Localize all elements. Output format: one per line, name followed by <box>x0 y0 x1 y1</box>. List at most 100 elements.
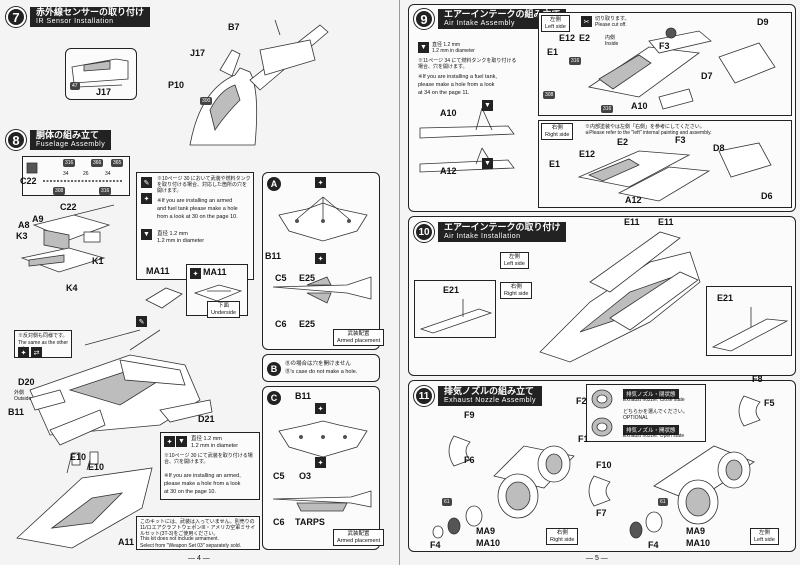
step7-title-jp: 赤外線センサーの取り付け <box>36 7 145 18</box>
nozzle-open-en: Exhaust nozzle. Open state <box>623 433 685 439</box>
decal-code-316b: 316 <box>99 187 112 195</box>
intake-left-inside-en: Inside <box>605 41 619 47</box>
nozzle-option-box: 排気ノズル・閉状態 Exhaust nozzle. Close state どち… <box>586 384 706 442</box>
step9-note-en3: at 34 on the page 11. <box>418 90 470 96</box>
cut-en: Please cut off. <box>595 22 627 28</box>
pylon-drawing <box>145 287 183 309</box>
intake-right-d8: D8 <box>713 143 725 153</box>
part-k4: K4 <box>66 283 78 293</box>
part-j17-detail: J17 <box>96 87 112 97</box>
decal-code-366: 366 <box>91 159 104 167</box>
intake-right-f3: F3 <box>675 135 686 145</box>
step11-ma9b: MA9 <box>686 526 706 536</box>
step11-title-jp: 排気ノズルの組み立て <box>444 386 535 397</box>
step10-e11b: E11 <box>658 217 674 227</box>
code-47: 47 <box>70 82 80 90</box>
step11-f8: F8 <box>752 374 763 384</box>
underside-jp: 下面 <box>218 303 230 309</box>
case-c-letter: C <box>267 391 281 405</box>
case-c-armed-jp: 武装配置 <box>347 531 370 537</box>
hole-note-en3: from a look at 30 on the page 10. <box>157 214 238 220</box>
step9-note-en2: please make a hole from a look <box>418 82 495 88</box>
step10-title-jp: エアーインテークの取り付け <box>444 222 561 233</box>
intake-left-jp: 左側 <box>549 17 561 23</box>
drill-bit-icon-9: ▼ <box>418 42 429 53</box>
left-page: 7 赤外線センサーの取り付け IR Sensor Installation 47… <box>0 0 400 565</box>
hole-note2-box: ✦ ▼ 直径 1.2 mm 1.2 mm in diameter ※10ページ … <box>160 432 260 500</box>
drill-icon: ✎ <box>141 177 152 188</box>
step11-f6: F6 <box>464 455 475 465</box>
hole-note-en2: and fuel tank please make a hole <box>157 206 238 212</box>
case-b-en: Ⓑ's case do not make a hole. <box>285 369 358 375</box>
hole-dia-en: 1.2 mm in diameter <box>157 238 205 244</box>
step8-header: 8 胴体の組み立て Fuselage Assembly <box>6 130 112 150</box>
step9-note-jp: ※11ページ 34 にて燃料タンクを取り付ける場合、穴を開けます。 <box>418 58 517 70</box>
case-c-b11: B11 <box>295 391 312 401</box>
intake-left-inside-jp: 内側 <box>605 35 616 41</box>
step11-f5: F5 <box>764 398 775 408</box>
step9-dia-jp: 直径 1.2 mm <box>432 42 461 48</box>
part-b7: B7 <box>228 22 240 32</box>
cockpit-subassembly-drawing <box>20 204 115 273</box>
part-a9: A9 <box>32 214 44 224</box>
hole2-note-en2: please make a hole from a look <box>164 481 241 487</box>
case-a-armed-jp: 武装配置 <box>347 331 370 337</box>
step9-a12: A12 <box>440 166 457 176</box>
case-c-wing-top-drawing <box>278 420 368 458</box>
step9-a10: A10 <box>440 108 457 118</box>
part-ma11-detail: MA11 <box>203 267 227 277</box>
step8-title-jp: 胴体の組み立て <box>36 130 100 141</box>
part-ma11: MA11 <box>146 266 170 276</box>
step11-nozzle-drawing <box>432 395 761 539</box>
part-a8: A8 <box>18 220 30 230</box>
code-300: 300 <box>200 97 213 105</box>
step10-e21-right-box: E21 <box>706 286 792 356</box>
part-p10: P10 <box>168 80 185 90</box>
part-j17: J17 <box>190 48 206 58</box>
step11-f10: F10 <box>596 460 612 470</box>
cut-icon: ✂ <box>581 16 592 27</box>
case-c-tarps: TARPS <box>295 517 325 527</box>
step9-note: ▼ 直径 1.2 mm 1.2 mm in diameter ※11ページ 34… <box>418 42 518 102</box>
case-a-e25b: E25 <box>299 319 316 329</box>
step11-left-en: Left side <box>754 536 775 543</box>
step11-right-en: Right side <box>550 536 575 543</box>
hole-icon: ✦ <box>141 193 152 204</box>
decal-code-316: 316 <box>63 159 76 167</box>
case-a-e25a: E25 <box>299 273 316 283</box>
hole-icon-case-c2: ✦ <box>315 457 326 468</box>
step9-note-en1: ※If you are installing a fuel tank, <box>418 74 497 80</box>
hole-note-en1: ※If you are installing an armed <box>157 198 233 204</box>
step10-right-en: Right side <box>504 290 529 297</box>
hole-icon-case-a: ✦ <box>315 177 326 188</box>
nozzle-optional-jp: どちらかを選んでください。 <box>623 409 688 415</box>
case-a-armed-en: Armed placement <box>337 337 381 344</box>
step10-e11a: E11 <box>624 217 640 227</box>
intake-right-e2: E2 <box>617 137 629 147</box>
intake-left-code2: 308 <box>543 91 556 99</box>
step10-e21-right-drawing <box>711 307 789 352</box>
hole2-note-en1: ※If you are installing an armed, <box>164 473 241 479</box>
step7-title-en: IR Sensor Installation <box>36 17 114 25</box>
step11-f4b: F4 <box>648 540 659 550</box>
drill-bit-icon-9b: ▼ <box>482 158 493 169</box>
step11-right-jp: 右側 <box>556 530 568 536</box>
part-b11: B11 <box>8 407 25 417</box>
hole-note-box: ✎ ※10ページ 30 において武装や燃料タンクを取り付ける場合、対応した箇所の… <box>136 172 254 280</box>
step8-title-en: Fuselage Assembly <box>36 140 106 148</box>
step9-title: エアーインテークの組み立て Air Intake Assembly <box>438 9 567 29</box>
hole2-dia-jp: 直径 1.2 mm <box>191 436 222 442</box>
step8-number: 8 <box>6 130 26 150</box>
step10-number: 10 <box>414 222 434 242</box>
step11-f7: F7 <box>596 508 607 518</box>
step11-f9: F9 <box>464 410 475 420</box>
hole2-note-en3: at 30 on the page 10. <box>164 489 216 495</box>
part-e10-a: E10 <box>70 452 87 462</box>
